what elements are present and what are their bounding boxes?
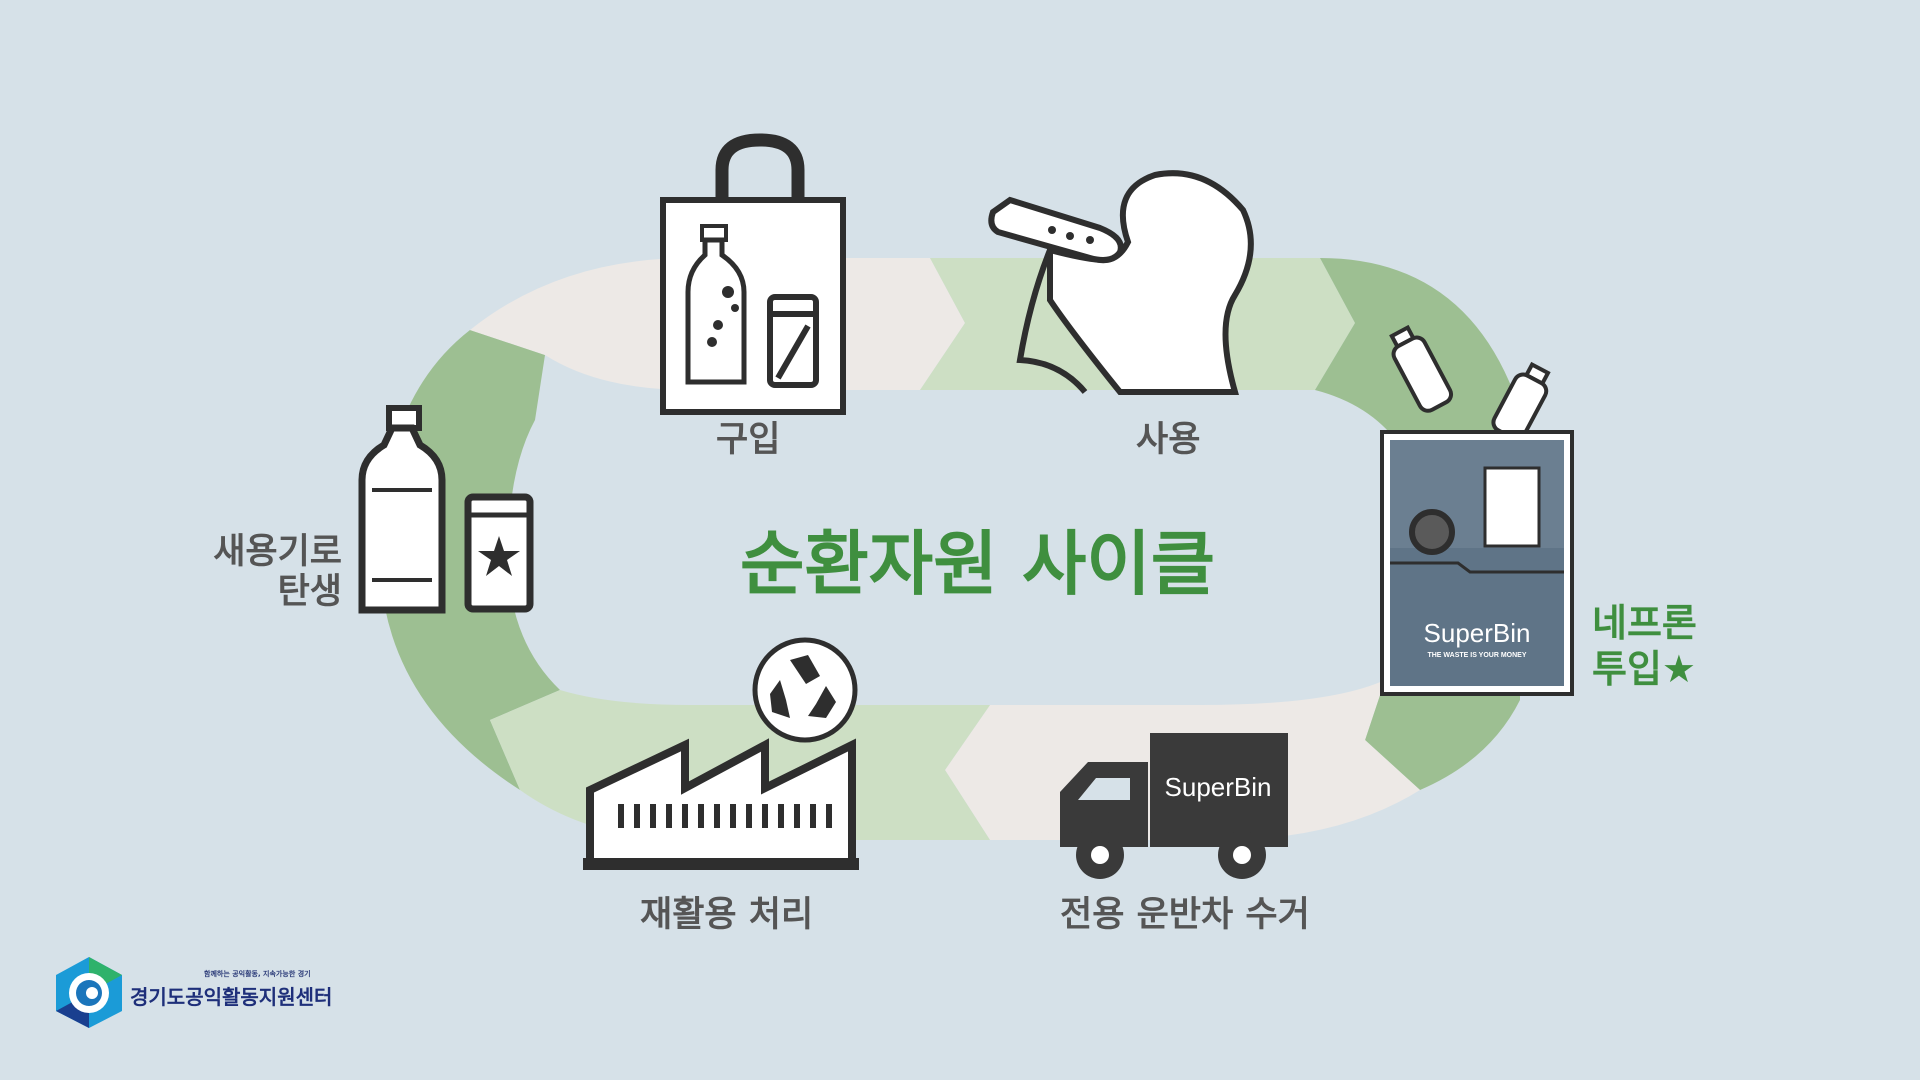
step-label-truck: 전용 운반차 수거 — [1060, 895, 1310, 935]
step-label-reborn: 새용기로 탄생 — [212, 532, 342, 612]
truck-wordmark: SuperBin — [1165, 772, 1272, 802]
diagram-title: 순환자원 사이클 — [740, 523, 1216, 605]
bottle-icon — [358, 405, 446, 614]
bottle-icon — [685, 224, 747, 385]
star-icon — [478, 536, 520, 576]
step-label-recycle: 재활용 처리 — [640, 895, 814, 935]
recycle-icon — [752, 637, 858, 743]
step-label-deposit-line1: 네프론 — [1592, 601, 1697, 645]
superbin-wordmark: SuperBin — [1424, 618, 1531, 648]
step-label-deposit: 네프론 투입★ — [1592, 600, 1697, 692]
delivery-truck-icon: SuperBin — [1060, 733, 1288, 879]
superbin-machine-icon: SuperBin THE WASTE IS YOUR MONEY — [1380, 324, 1574, 696]
shopping-bag-icon — [660, 133, 846, 415]
step-label-use: 사용 — [1136, 420, 1201, 460]
org-logo: 함께하는 공익활동, 지속가능한 경기 경기도공익활동지원센터 — [52, 955, 372, 1035]
org-slogan: 함께하는 공익활동, 지속가능한 경기 — [204, 970, 311, 978]
step-label-purchase: 구입 — [716, 420, 781, 460]
bottle-icon — [1389, 324, 1454, 413]
factory-icon — [583, 738, 859, 870]
step-label-reborn-line1: 새용기로 — [213, 532, 342, 572]
org-name: 경기도공익활동지원센터 — [130, 985, 333, 1009]
can-icon — [464, 493, 534, 613]
step-label-reborn-line2: 탄생 — [277, 572, 342, 612]
superbin-tagline: THE WASTE IS YOUR MONEY — [1427, 652, 1526, 659]
step-label-deposit-line2: 투입★ — [1592, 647, 1696, 691]
person-drinking-icon — [988, 170, 1254, 395]
new-containers-icon — [358, 405, 534, 614]
org-emblem-icon — [56, 957, 122, 1028]
can-icon — [767, 294, 819, 388]
